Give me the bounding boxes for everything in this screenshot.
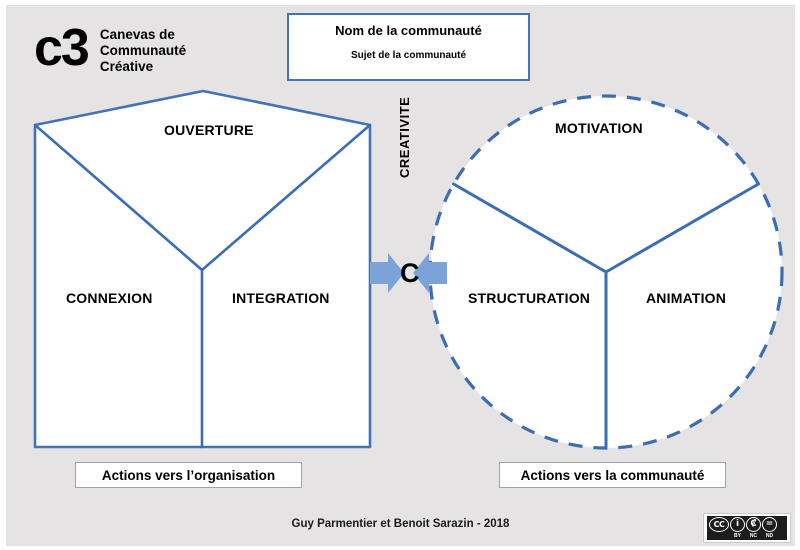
creativity-label: CREATIVITE xyxy=(397,96,412,178)
cc-logo-icon: CC xyxy=(709,517,729,539)
cc-by-code: BY xyxy=(734,533,741,539)
region-label-animation: ANIMATION xyxy=(646,290,727,306)
community-divider-left xyxy=(452,182,608,274)
region-label-motivation: MOTIVATION xyxy=(555,120,643,136)
logo-block: c3 Canevas de Communauté Créative xyxy=(34,19,187,77)
region-label-integration: INTEGRATION xyxy=(232,290,330,306)
community-divider-right xyxy=(604,182,760,274)
cc-nc-code: NC xyxy=(749,533,758,539)
poster-stage: c3 Canevas de Communauté Créative Nom de… xyxy=(6,5,795,546)
arrow-right-icon xyxy=(370,253,404,293)
cc-by-glyph: i xyxy=(730,517,745,532)
community-name-field[interactable]: Nom de la communauté xyxy=(335,23,482,38)
cc-mark: CC xyxy=(709,517,729,532)
organisation-divider-left xyxy=(33,123,204,272)
logo-tagline: Canevas de Communauté Créative xyxy=(99,27,187,74)
cc-nc-icon: ₡ NC xyxy=(746,517,761,539)
creative-commons-badge[interactable]: CC i BY ₡ NC = ND xyxy=(703,513,791,543)
cc-nd-code: ND xyxy=(765,533,774,539)
cc-nd-icon: = ND xyxy=(762,517,777,539)
region-label-connexion: CONNEXION xyxy=(66,290,153,306)
arrow-left-icon xyxy=(413,253,447,293)
actions-community-label: Actions vers la communauté xyxy=(520,467,705,483)
cc-nd-glyph: = xyxy=(762,517,777,532)
actions-organisation-label: Actions vers l’organisation xyxy=(101,467,276,483)
actions-organisation-box[interactable]: Actions vers l’organisation xyxy=(75,462,302,488)
region-label-ouverture: OUVERTURE xyxy=(164,122,254,138)
community-subject-field[interactable]: Sujet de la communauté xyxy=(350,50,467,61)
organisation-divider-right xyxy=(200,123,372,272)
creative-commons-inner: CC i BY ₡ NC = ND xyxy=(707,516,787,540)
region-label-structuration: STRUCTURATION xyxy=(468,290,591,306)
creativity-letter: C xyxy=(400,258,420,288)
credit-line: Guy Parmentier et Benoit Sarazin - 2018 xyxy=(291,518,510,530)
logo-mark: c3 xyxy=(34,19,90,77)
community-title-box[interactable]: Nom de la communauté Sujet de la communa… xyxy=(287,13,530,81)
creativity-group: CREATIVITE C xyxy=(384,97,424,305)
actions-community-box[interactable]: Actions vers la communauté xyxy=(499,462,726,488)
cc-by-icon: i BY xyxy=(730,517,745,539)
canvas-shapes xyxy=(33,89,784,450)
cc-nc-glyph: ₡ xyxy=(746,517,761,532)
